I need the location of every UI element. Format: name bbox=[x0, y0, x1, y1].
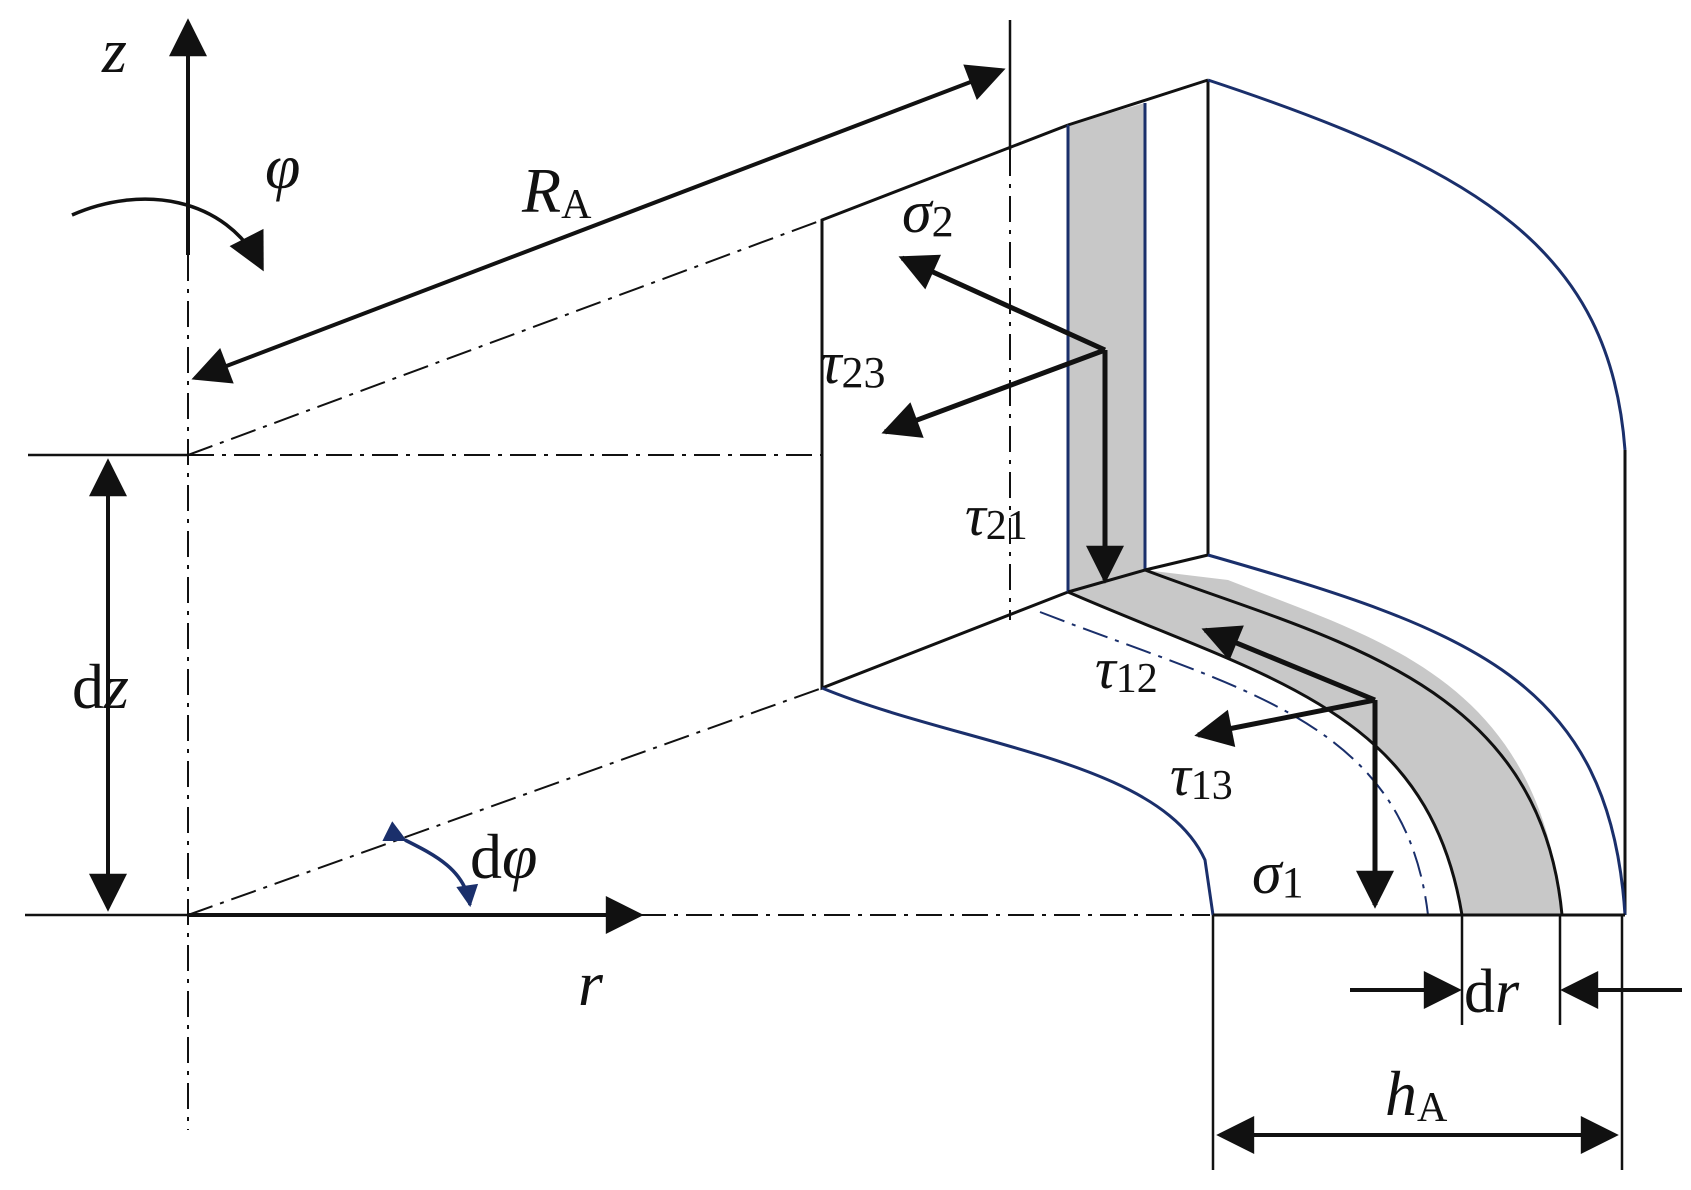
sigma2-label: σ2 bbox=[902, 179, 954, 246]
sigma2-arrow bbox=[898, 254, 1107, 353]
construction-lines bbox=[187, 150, 1210, 1130]
inner-step-fillet bbox=[1207, 553, 1627, 916]
tau13-label: τ13 bbox=[1170, 743, 1233, 809]
hidden-inner-fillet bbox=[1039, 611, 1429, 916]
z-axis-label: z bbox=[101, 15, 127, 86]
tau23-arrow bbox=[881, 347, 1106, 438]
vertical-shaded-band bbox=[1068, 103, 1145, 592]
r-axis-label: r bbox=[578, 948, 604, 1019]
lower-front-fillet bbox=[821, 686, 1215, 916]
top-edge bbox=[1067, 78, 1209, 127]
ra-label: RA bbox=[521, 155, 592, 228]
phi-label: φ bbox=[265, 131, 300, 202]
dr-label: dr bbox=[1464, 958, 1520, 1026]
tau13-arrow bbox=[1194, 697, 1376, 748]
curved-shaded-band bbox=[1068, 570, 1562, 915]
band-curve-outer bbox=[1144, 568, 1564, 916]
stress-arrows bbox=[881, 254, 1394, 909]
step-edge bbox=[1144, 553, 1209, 572]
tau21-label: τ21 bbox=[965, 483, 1028, 549]
ra-dimension-arrow bbox=[191, 64, 1006, 384]
sigma1-label: σ1 bbox=[1252, 840, 1304, 907]
tau23-label: τ23 bbox=[820, 330, 885, 397]
ha-label: hA bbox=[1385, 1058, 1448, 1131]
upper-outer-fillet bbox=[1207, 78, 1627, 451]
dphi-angle-arrow bbox=[382, 821, 479, 908]
upper-radial-line bbox=[187, 219, 823, 456]
dphi-label: dφ bbox=[470, 821, 537, 892]
tau12-label: τ12 bbox=[1095, 636, 1158, 702]
tau12-arrow bbox=[1201, 625, 1376, 703]
lower-radial-line bbox=[187, 687, 823, 916]
reference-lines bbox=[25, 20, 1624, 1170]
dz-label: dz bbox=[72, 651, 129, 722]
phi-rotation-arrow bbox=[71, 197, 264, 272]
